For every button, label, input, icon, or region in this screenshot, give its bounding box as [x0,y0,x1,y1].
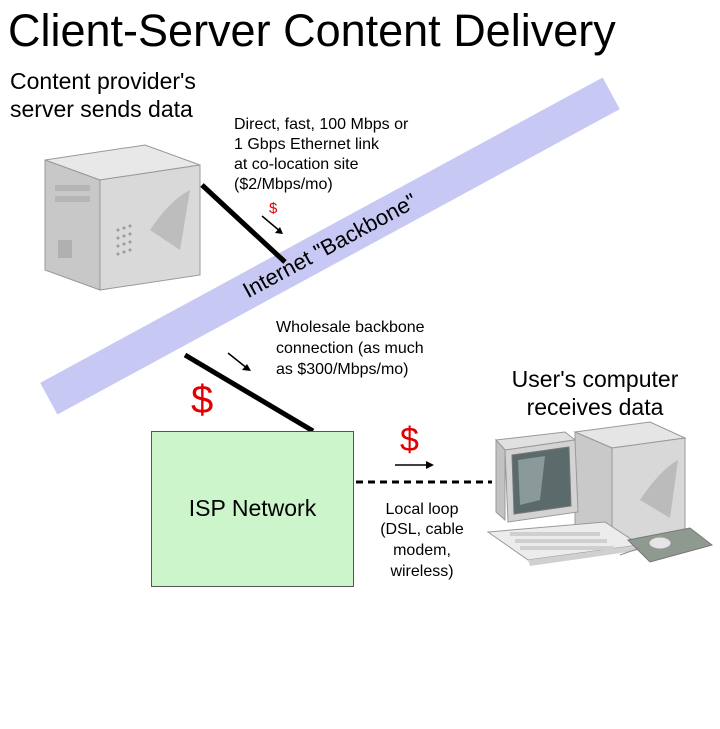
isp-network-box [151,431,354,587]
local-loop-dollar: $ [400,421,419,459]
isp-network-label: ISP Network [188,495,317,521]
wholesale-dollar: $ [191,378,214,422]
user-computer-line-1: User's computer [511,366,679,392]
server-backbone-link [200,183,287,264]
local-loop-line-1: Local loop [385,501,459,518]
direct-link-line-4: ($2/Mbps/mo) [234,176,333,193]
user-computer-line-2: receives data [526,394,664,420]
local-loop-line-2: (DSL, cable [380,521,464,538]
arrow-local [395,461,434,469]
local-loop-line-4: wireless) [390,563,454,580]
arrow-wholesale [227,352,251,371]
content-provider-line-2: server sends data [10,96,193,122]
page-title: Client-Server Content Delivery [8,5,616,56]
wholesale-line-2: connection (as much [276,340,424,357]
wholesale-line-3: as $300/Mbps/mo) [276,361,409,378]
backbone-isp-link [183,352,315,434]
local-loop-line-3: modem, [393,542,451,559]
server-tower-icon [44,144,201,291]
content-provider-line-1: Content provider's [10,68,196,94]
wholesale-line-1: Wholesale backbone [276,319,425,336]
arrow-direct [261,215,283,234]
user-computer-icon [486,421,714,566]
direct-link-line-3: at co-location site [234,156,359,173]
direct-link-line-2: 1 Gbps Ethernet link [234,136,379,153]
direct-link-dollar: $ [269,200,278,217]
direct-link-line-1: Direct, fast, 100 Mbps or [234,116,409,133]
